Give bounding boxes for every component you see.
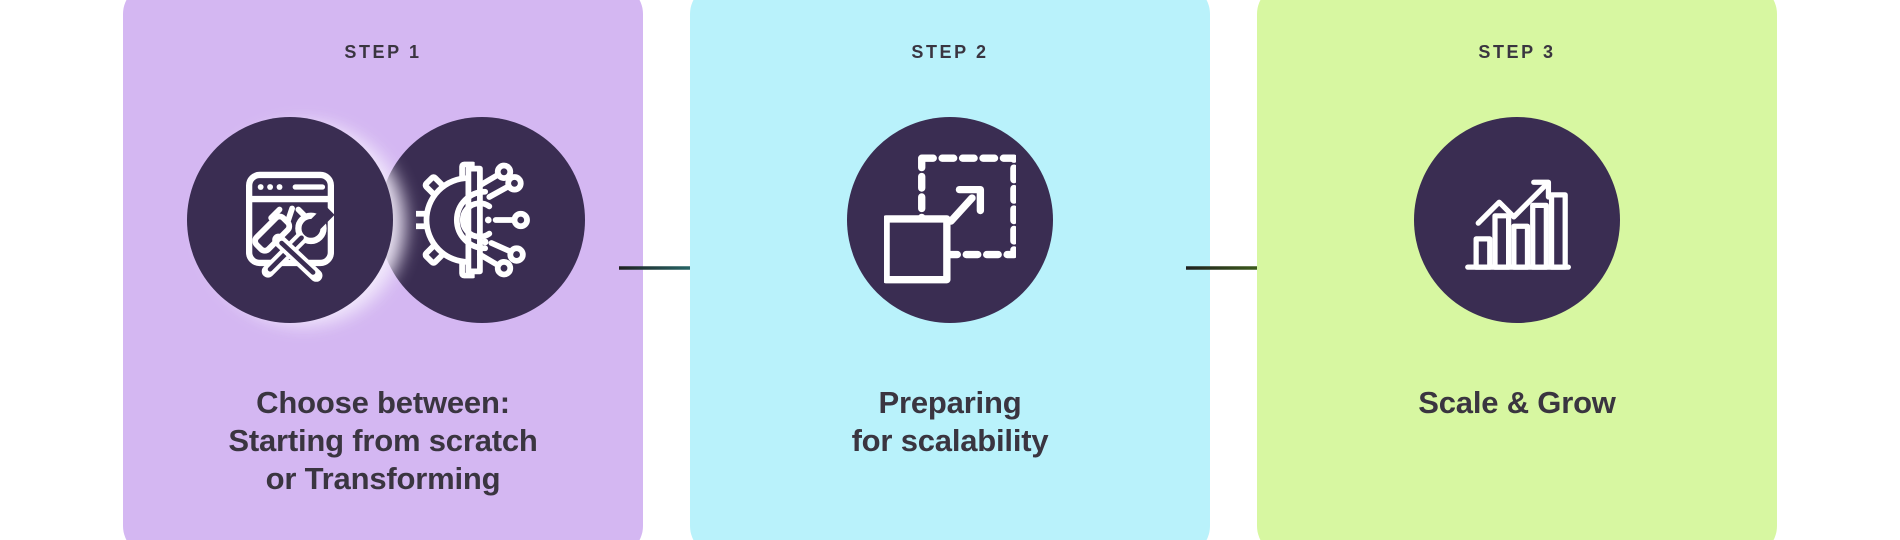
step-1-circle-right (379, 117, 585, 323)
step-3-caption: Scale & Grow (1257, 384, 1777, 422)
scale-expand-icon (884, 154, 1016, 284)
caption-line: Choose between: (256, 385, 510, 420)
gear-circuit-icon (416, 161, 530, 279)
step-1-caption: Choose between: Starting from scratch or… (123, 384, 643, 498)
browser-code-tools-icon (246, 171, 335, 282)
step-1-circle-left (187, 117, 393, 323)
caption-line: or Transforming (265, 461, 501, 496)
step-1-label: STEP 1 (344, 42, 422, 62)
step-card-3: STEP 3 Scale & Grow (1257, 0, 1777, 540)
growth-chart-icon (1465, 179, 1571, 270)
step-card-2: STEP 2 Preparing for scalability (690, 0, 1210, 540)
step-2-label: STEP 2 (911, 42, 989, 62)
caption-line: Preparing (878, 385, 1022, 420)
step-2-circle (847, 117, 1053, 323)
caption-line: Scale & Grow (1418, 385, 1616, 420)
step-3-circle (1414, 117, 1620, 323)
caption-line: Starting from scratch (228, 423, 538, 458)
step-2-caption: Preparing for scalability (690, 384, 1210, 460)
caption-line: for scalability (851, 423, 1049, 458)
step-3-label: STEP 3 (1478, 42, 1556, 62)
step-card-1: STEP 1 (123, 0, 643, 540)
